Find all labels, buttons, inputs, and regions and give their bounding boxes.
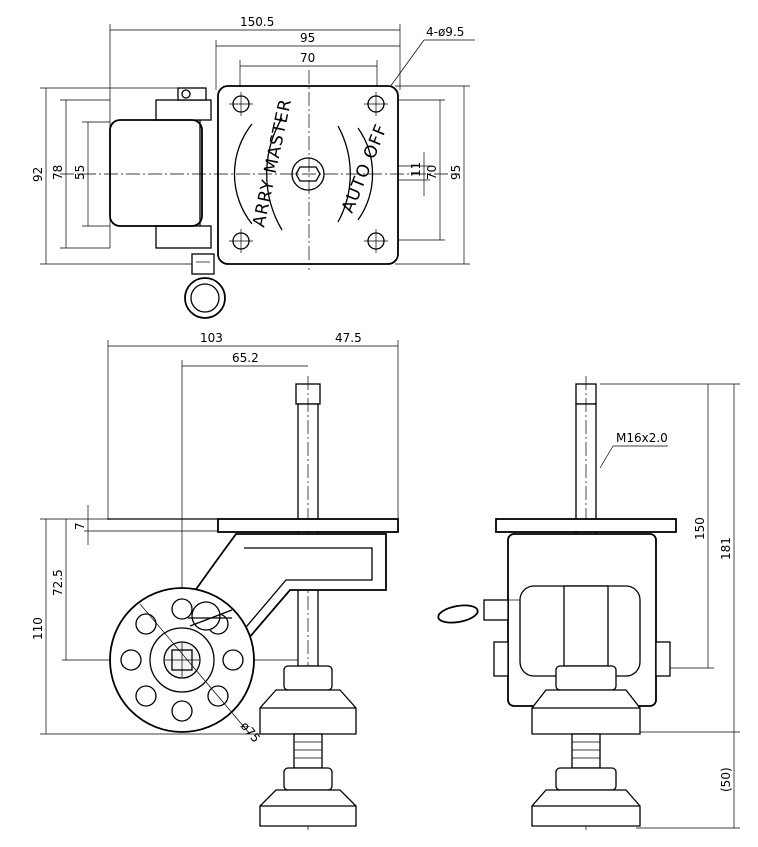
dim-50: (50) [719,767,733,792]
dim-70-top: 70 [300,51,315,65]
dim-11: 11 [409,162,423,177]
side-view: 103 47.5 65.2 110 72.5 7 [31,331,399,830]
mount-hole-br [364,229,388,253]
pull-ring [184,277,226,319]
mount-hole-tl [229,92,253,116]
mount-hole-tr [364,92,388,116]
mount-hole-bl [229,229,253,253]
dim-thread: M16x2.0 [616,431,668,445]
top-view: 150.5 95 70 4-ø9.5 92 78 55 11 70 95 [31,15,475,319]
dim-103: 103 [200,331,223,345]
pull-ring-side [437,604,479,624]
dim-150: 150 [693,517,707,540]
dim-47-5: 47.5 [335,331,362,345]
dim-95-top: 95 [300,31,315,45]
dim-70-right: 70 [425,165,439,180]
dim-7: 7 [73,522,87,530]
dim-55: 55 [73,165,87,180]
dim-65-2: 65.2 [232,351,259,365]
dim-181: 181 [719,537,733,560]
dim-150-5: 150.5 [240,15,274,29]
dim-wheel-dia: ø75 [238,719,263,745]
dim-92: 92 [31,167,45,182]
dim-72-5: 72.5 [51,569,65,596]
dim-holes: 4-ø9.5 [426,25,464,39]
front-view: M16x2.0 150 181 (50) [437,376,740,830]
dim-95-right: 95 [449,165,463,180]
dim-78: 78 [51,165,65,180]
dim-110: 110 [31,617,45,640]
